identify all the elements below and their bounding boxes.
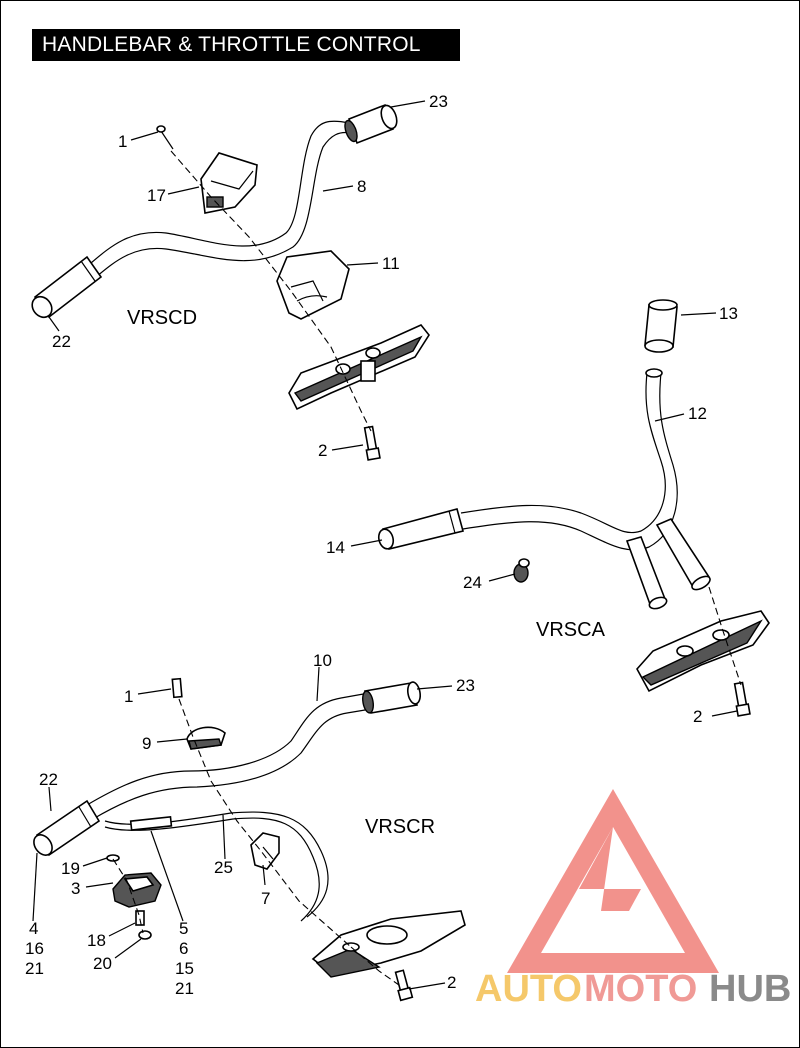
vrscd-bolt-bottom (363, 425, 381, 461)
vrsca-bolt (733, 681, 751, 717)
vrscd-upper-clamp (200, 152, 258, 214)
callout-3: 3 (71, 879, 80, 898)
watermark-triangle-icon (507, 789, 719, 973)
vrsca-handlebar (460, 372, 666, 534)
vrscd-bolt-top (156, 125, 174, 150)
callout-9: 9 (142, 734, 151, 753)
watermark-hub: HUB (709, 968, 791, 1010)
vrsca-riser-bracket (636, 610, 770, 693)
callout-18: 18 (87, 931, 106, 950)
callout-22: 22 (39, 770, 58, 789)
watermark-moto: MOTO (584, 968, 697, 1010)
callout-22: 22 (52, 332, 71, 351)
watermark-logo: AUTO MOTO HUB (475, 789, 791, 1010)
callout-11: 11 (382, 254, 400, 273)
vrscr-lower-clamp (250, 832, 280, 870)
callout-17: 17 (147, 186, 166, 205)
callout-2: 2 (447, 973, 456, 992)
vrsca-clip (513, 558, 530, 583)
vrscr-riser-bracket (311, 910, 466, 978)
vrscd-right-grip (344, 103, 398, 145)
callout-6: 6 (179, 939, 188, 958)
vrscd-handlebar (90, 120, 350, 264)
vrscr-left-grip (33, 799, 101, 857)
vrscr-right-grip (362, 681, 422, 714)
callout-13: 13 (719, 304, 738, 323)
callout-21: 21 (25, 959, 44, 978)
callout-4: 4 (29, 919, 38, 938)
vrscr-bolt-top (171, 677, 183, 699)
callout-1: 1 (124, 687, 133, 706)
vrscd-riser-cover (276, 250, 350, 320)
callout-25: 25 (214, 858, 233, 877)
callout-12: 12 (688, 404, 707, 423)
vrscr-handlebar (86, 692, 370, 806)
model-label-vrscr: VRSCR (365, 816, 435, 838)
callout-14: 14 (326, 538, 345, 557)
callout-8: 8 (357, 177, 366, 196)
callout-23: 23 (456, 676, 475, 695)
vrscr-assembly: 10 23 1 9 22 19 3 25 7 18 20 2 4 16 21 5… (25, 651, 475, 1002)
vrscr-switch-housing (112, 872, 162, 908)
vrscr-bolt-bottom (394, 969, 414, 1002)
callout-2: 2 (693, 707, 702, 726)
callout-21: 21 (175, 979, 194, 998)
page-title: HANDLEBAR & THROTTLE CONTROL (32, 29, 460, 61)
callout-16: 16 (25, 939, 44, 958)
vrsca-right-grip (644, 299, 678, 353)
vrsca-left-grip (377, 508, 464, 550)
watermark-auto: AUTO (475, 968, 582, 1010)
vrscd-riser-bracket (288, 324, 430, 411)
vrscr-cap (186, 726, 226, 750)
callout-15: 15 (175, 959, 194, 978)
callout-20: 20 (93, 954, 112, 973)
callout-23: 23 (429, 92, 448, 111)
callout-5: 5 (179, 919, 188, 938)
callout-24: 24 (463, 573, 482, 592)
callout-1: 1 (118, 132, 127, 151)
vrscd-left-grip (31, 255, 103, 319)
model-label-vrscd: VRSCD (127, 307, 197, 329)
callout-19: 19 (61, 859, 80, 878)
model-label-vrsca: VRSCA (536, 619, 606, 641)
vrsca-assembly: 13 12 14 24 2 VRSCA (326, 299, 770, 726)
vrscd-assembly: 1 17 8 23 11 22 2 VRSCD (31, 92, 448, 461)
callout-10: 10 (313, 651, 332, 670)
callout-2: 2 (318, 441, 327, 460)
callout-7: 7 (261, 889, 270, 908)
